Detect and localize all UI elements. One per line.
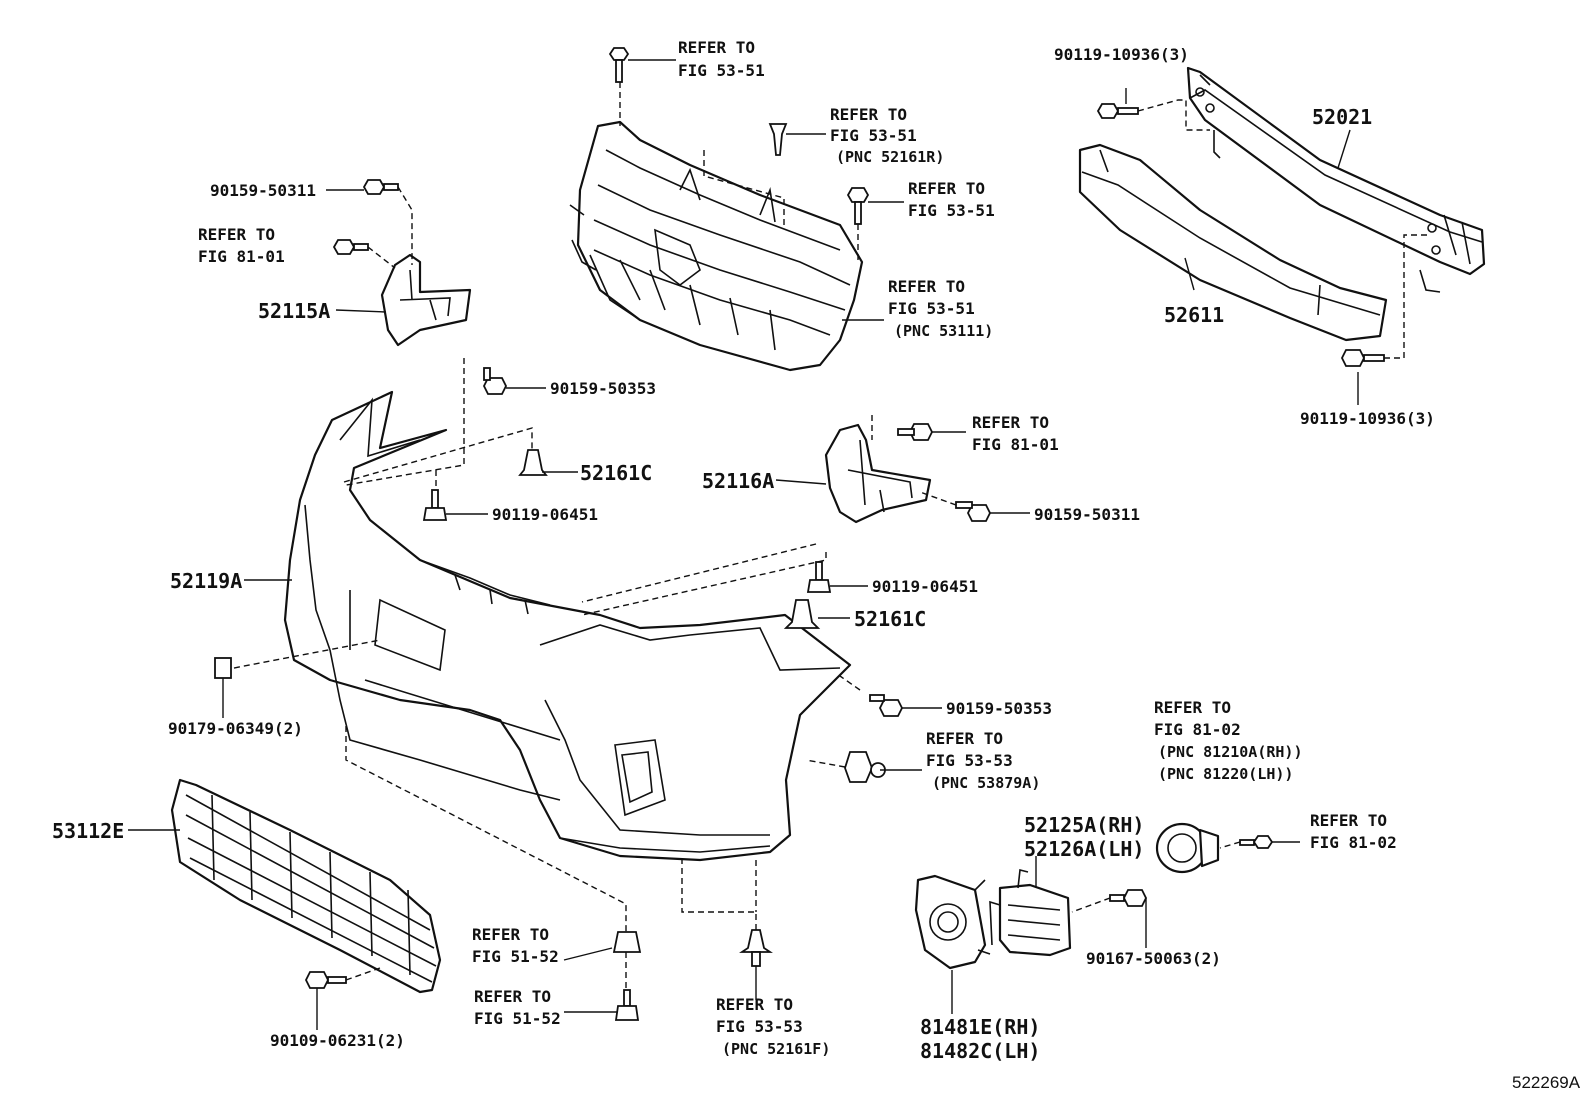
part-label: 52161C [854,607,926,631]
part-label: 81481E(RH) [920,1015,1040,1039]
left-bracket [380,253,472,347]
refer-label: (PNC 53111) [894,322,993,340]
refer-label: (PNC 81220(LH)) [1158,765,1293,783]
refer-label: REFER TO [1154,698,1231,717]
part-label: 90159-50353 [550,379,656,398]
bolt-icon [897,423,934,441]
part-label: 90159-50311 [210,181,316,200]
part-label: 81482C(LH) [920,1039,1040,1063]
part-label: 52125A(RH) [1024,813,1144,837]
energy-absorber [1078,143,1388,342]
refer-label: REFER TO [908,179,985,198]
fog-lamp [1155,822,1220,874]
part-label: 90119-06451 [492,505,598,524]
part-number-labels: 90119-10936(3) 52021 52611 90119-10936(3… [52,45,1435,1063]
refer-label: FIG 53-51 [888,299,975,318]
refer-label: FIG 53-53 [716,1017,803,1036]
clip-icon [612,931,642,953]
bolt-icon [1340,349,1385,367]
refer-label: REFER TO [474,987,551,1006]
refer-label: (PNC 52161R) [836,148,944,166]
screw-icon [362,179,399,195]
clip-icon [783,599,821,629]
part-label: 52021 [1312,105,1372,129]
screw-icon [482,367,508,395]
refer-label: REFER TO [888,277,965,296]
refer-label: REFER TO [1310,811,1387,830]
fog-lamp-cover [914,874,991,970]
part-label: 52126A(LH) [1024,837,1144,861]
refer-label: FIG 51-52 [474,1009,561,1028]
refer-label: FIG 81-02 [1154,720,1241,739]
bumper-cover [283,390,852,862]
part-label: 52611 [1164,303,1224,327]
part-label: 90179-06349(2) [168,719,303,738]
nut-icon [214,657,232,679]
refer-label: (PNC 52161F) [722,1040,830,1058]
screw-icon [1239,835,1274,849]
bolt-icon [1096,103,1139,119]
bolt-icon [304,971,347,989]
part-label: 52115A [258,299,330,323]
refer-label: REFER TO [678,38,755,57]
bolt-icon [614,989,640,1021]
figure-number: 522269A [1512,1073,1581,1092]
bumper-reinforcement [1186,66,1486,293]
part-label: 52116A [702,469,774,493]
clip-icon [518,449,548,476]
refer-label: FIG 51-52 [472,947,559,966]
refer-label: FIG 81-01 [972,435,1059,454]
refer-label: FIG 53-51 [678,61,765,80]
part-label: 53112E [52,819,124,843]
upper-grille [569,120,864,372]
part-label: 90119-10936(3) [1300,409,1435,428]
part-label: 52119A [170,569,242,593]
bolt-icon [806,561,832,593]
fasteners [214,47,1385,1021]
refer-label: REFER TO [830,105,907,124]
part-label: 52161C [580,461,652,485]
refer-label: REFER TO [972,413,1049,432]
bolt-icon [846,187,870,225]
screw-icon [955,501,992,522]
bolt-icon [422,489,448,521]
bolt-icon [608,47,630,83]
refer-label: (PNC 53879A) [932,774,1040,792]
bolt-icon [332,239,369,255]
screw-icon [1109,889,1148,907]
refer-label: FIG 53-51 [830,126,917,145]
part-label: 90159-50353 [946,699,1052,718]
rivet-icon [739,929,773,967]
refer-label: REFER TO [716,995,793,1014]
fog-lamp-bracket [989,869,1072,957]
refer-label: FIG 81-01 [198,247,285,266]
clip-icon [844,751,886,783]
refer-label: FIG 53-51 [908,201,995,220]
refer-label: REFER TO [472,925,549,944]
clip-icon [768,123,788,156]
refer-label: REFER TO [926,729,1003,748]
refer-label: FIG 81-02 [1310,833,1397,852]
refer-label: (PNC 81210A(RH)) [1158,743,1303,761]
part-label: 90159-50311 [1034,505,1140,524]
right-bracket [824,423,932,524]
connector-lines [128,59,1430,1030]
part-label: 90119-06451 [872,577,978,596]
refer-label: REFER TO [198,225,275,244]
screw-icon [869,694,904,717]
lower-grille [170,778,442,994]
part-label: 90119-10936(3) [1054,45,1189,64]
refer-label: FIG 53-53 [926,751,1013,770]
refer-labels: REFER TO FIG 53-51 REFER TO FIG 53-51 (P… [198,38,1397,1058]
part-label: 90167-50063(2) [1086,949,1221,968]
part-label: 90109-06231(2) [270,1031,405,1050]
